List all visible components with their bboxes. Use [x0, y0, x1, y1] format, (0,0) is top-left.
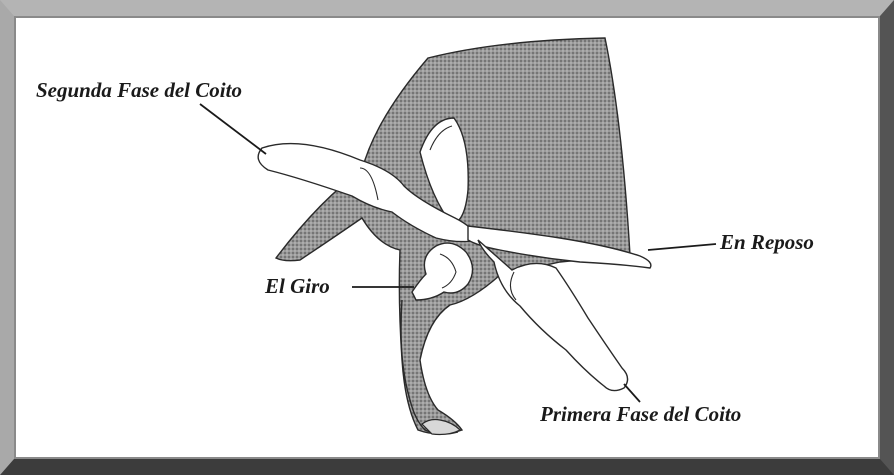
label-primera-fase: Primera Fase del Coito: [539, 402, 741, 426]
label-el-giro: El Giro: [264, 274, 330, 298]
label-en-reposo: En Reposo: [719, 230, 814, 254]
label-segunda-fase: Segunda Fase del Coito: [36, 78, 242, 102]
leader-primera-fase: [624, 384, 640, 402]
leader-en-reposo: [648, 244, 716, 250]
leader-segunda-fase: [200, 104, 266, 154]
